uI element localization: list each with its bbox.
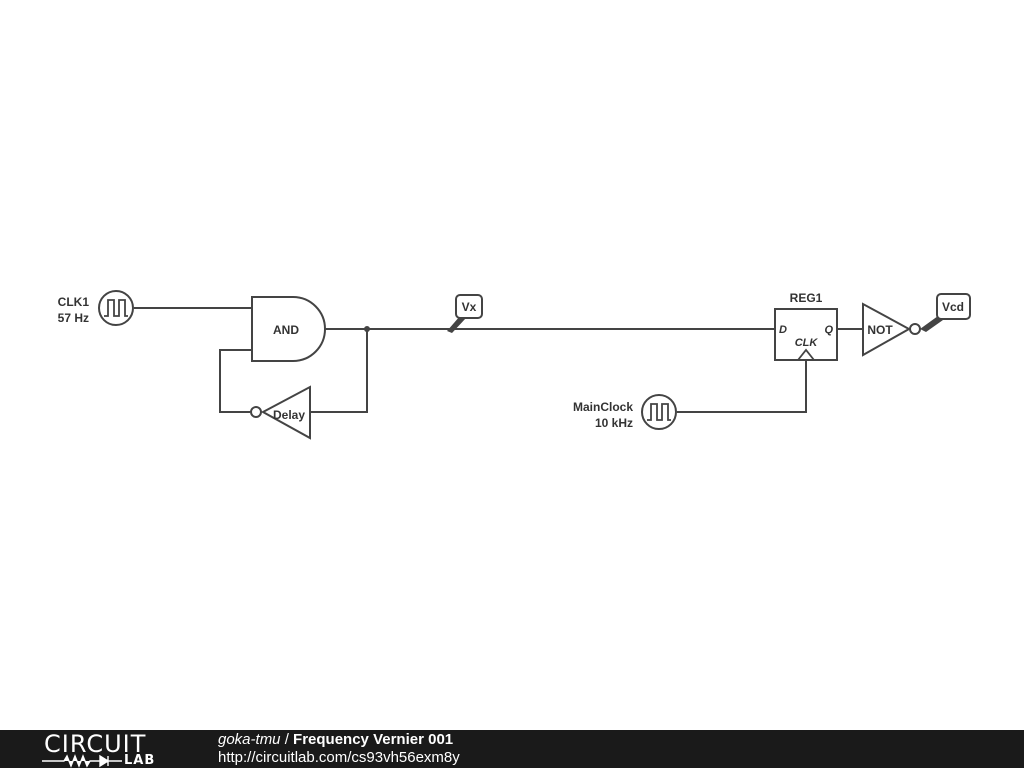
- wire-delay-input: [310, 329, 368, 413]
- clk1-source[interactable]: CLK1 57 Hz: [58, 290, 134, 326]
- register-body: [774, 308, 838, 361]
- probe-vx[interactable]: Vx: [447, 294, 483, 333]
- and-gate-body: [251, 296, 326, 362]
- delay-label: Delay: [273, 408, 305, 422]
- author-link[interactable]: goka-tmu: [218, 731, 281, 748]
- and-gate[interactable]: AND: [251, 296, 326, 362]
- probe-vcd-box: [936, 293, 971, 320]
- wire-mainclock-to-reg: [677, 361, 807, 413]
- register-d-pin: D: [779, 324, 787, 336]
- not-gate[interactable]: NOT: [862, 302, 921, 357]
- logo-wordmark-lab: LAB: [124, 753, 156, 768]
- wires: [134, 307, 863, 413]
- circuit-url[interactable]: http://circuitlab.com/cs93vh56exm8y: [218, 749, 460, 766]
- mainclock-source[interactable]: MainClock 10 kHz: [573, 394, 677, 430]
- register-reg1[interactable]: REG1 D Q CLK: [774, 291, 838, 361]
- probe-vx-label: Vx: [462, 300, 477, 314]
- schematic-canvas: CLK1 57 Hz AND Delay Vx REG1 D Q CLK NOT…: [58, 290, 971, 440]
- circuitlab-logo[interactable]: CIRCUIT LAB: [40, 732, 180, 768]
- not-gate-body: [862, 302, 912, 357]
- circuit-title-line: goka-tmu / Frequency Vernier 001: [218, 731, 453, 749]
- not-inversion-bubble: [909, 323, 921, 335]
- probe-vx-box: [455, 294, 483, 319]
- delay-inversion-bubble: [250, 406, 262, 418]
- clk1-frequency: 57 Hz: [58, 311, 89, 325]
- clock-edge-triangle: [797, 348, 815, 361]
- footer-bar: CIRCUIT LAB goka-tmu / Frequency Vernier…: [0, 730, 1024, 768]
- probe-vcd[interactable]: Vcd: [920, 293, 971, 332]
- not-gate-label: NOT: [867, 323, 893, 337]
- logo-wordmark-circuit: CIRCUIT: [44, 730, 147, 758]
- mainclock-frequency: 10 kHz: [595, 416, 633, 430]
- clk1-name: CLK1: [58, 295, 90, 309]
- title-separator: /: [280, 731, 294, 748]
- probe-vx-pin: [447, 316, 466, 333]
- resistor-diode-icon: [42, 754, 122, 768]
- junction-dot: [364, 326, 370, 332]
- register-name: REG1: [790, 291, 823, 305]
- square-wave-icon: [647, 403, 671, 421]
- mainclock-source-body: [641, 394, 677, 430]
- wire-feedback-to-and: [219, 349, 252, 413]
- circuit-title[interactable]: Frequency Vernier 001: [293, 731, 454, 748]
- probe-vcd-pin: [920, 316, 943, 332]
- probe-vcd-label: Vcd: [942, 300, 964, 314]
- delay-buffer-body: [260, 385, 311, 440]
- and-gate-label: AND: [273, 323, 299, 337]
- clk1-source-body: [98, 290, 134, 326]
- register-q-pin: Q: [824, 324, 833, 336]
- register-clk-pin: CLK: [795, 337, 819, 349]
- delay-buffer[interactable]: Delay: [250, 385, 311, 440]
- mainclock-name: MainClock: [573, 400, 633, 414]
- square-wave-icon: [104, 299, 128, 317]
